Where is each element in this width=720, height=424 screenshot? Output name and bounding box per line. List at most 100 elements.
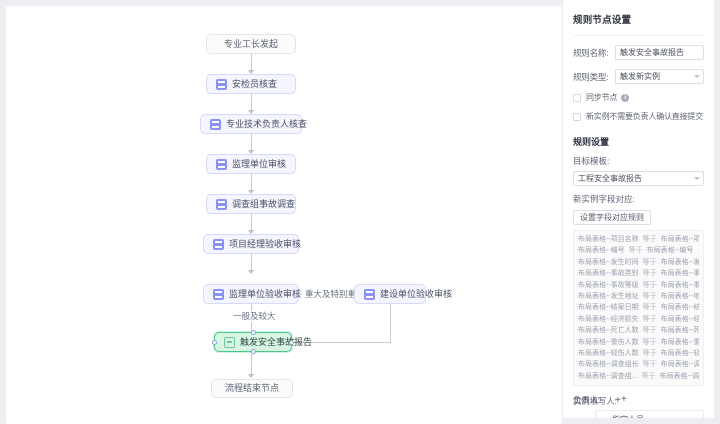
flow-node-label: 监理单位验收审核 xyxy=(229,290,301,299)
rule-type-select[interactable]: 触发新实例 xyxy=(615,69,704,84)
mapping-source: 布局表格--事故等级 xyxy=(578,280,639,291)
sync-node-checkbox[interactable] xyxy=(573,94,581,102)
chevron-down-icon xyxy=(694,75,700,78)
mapping-target: 布局表格--结案日期 xyxy=(661,302,699,313)
sync-node-checkbox-row[interactable]: 同步节点 i xyxy=(573,92,704,103)
mapping-target: 布局表格--调查成员 xyxy=(660,371,700,382)
form-icon xyxy=(216,79,227,90)
mapping-target: 布局表格--调查组长 xyxy=(661,359,699,370)
mapping-source: 布局表格--发生时间 xyxy=(578,257,639,268)
mapping-source: 布局表格--结案日期 xyxy=(578,302,639,313)
field-mapping-label: 新实例字段对应: xyxy=(573,193,704,205)
rule-name-label: 规则名称: xyxy=(573,47,615,59)
flow-node-supervisor-acceptance[interactable]: 监理单位验收审核 xyxy=(203,284,299,304)
mapping-source: 布局表格--经济损失 xyxy=(578,314,639,325)
flow-node-start[interactable]: 专业工长发起 xyxy=(206,34,296,54)
mapping-operator: 等于 xyxy=(629,245,643,256)
owner-group-title: 指定人员 xyxy=(612,414,644,418)
target-template-label: 目标模板: xyxy=(573,155,704,167)
flow-node-tech-lead-check[interactable]: 专业技术负责人核查 xyxy=(200,114,302,134)
mapping-operator: 等于 xyxy=(643,314,657,325)
rule-type-label: 规则类型: xyxy=(573,71,615,83)
form-icon xyxy=(213,289,224,300)
mapping-target: 布局表格--轻伤人数 xyxy=(661,348,699,359)
mapping-source: 布局表格--项目名称 xyxy=(578,234,639,245)
rule-name-input[interactable]: 触发安全事故报告 xyxy=(615,45,704,60)
mapping-operator: 等于 xyxy=(643,359,657,370)
mapping-target: 布局表格--项目名称 xyxy=(661,234,699,245)
mapping-operator: 等于 xyxy=(643,280,657,291)
flow-node-label: 监理单位审核 xyxy=(232,160,286,169)
flow-node-owner-acceptance[interactable]: 建设单位验收审核 xyxy=(354,284,426,304)
flow-node-label: 专业工长发起 xyxy=(224,40,278,49)
chevron-down-icon xyxy=(694,177,700,180)
mapping-source: 布局表格--调查组... xyxy=(578,371,638,382)
no-confirm-checkbox-row[interactable]: 新实例不需要负责人确认直接提交 xyxy=(573,111,704,122)
mapping-operator: 等于 xyxy=(643,291,657,302)
mapping-source: 布局表格--死亡人数 xyxy=(578,325,639,336)
add-owner-button[interactable]: + xyxy=(621,395,627,405)
mapping-target: 布局表格--事故等级 xyxy=(661,280,699,291)
mapping-operator: 等于 xyxy=(642,371,656,382)
rule-type-value: 触发新实例 xyxy=(620,71,660,82)
no-confirm-checkbox[interactable] xyxy=(573,113,581,121)
instance-filler-row: 实例填写人: + xyxy=(573,395,621,407)
form-icon xyxy=(216,159,227,170)
info-icon[interactable]: i xyxy=(621,94,629,102)
mapping-source: 布局表格--调查组长 xyxy=(578,359,639,370)
target-template-value: 工程安全事故报告 xyxy=(578,173,642,184)
form-icon xyxy=(210,119,221,130)
flow-node-pm-acceptance[interactable]: 项目经理验收审核 xyxy=(203,234,299,254)
edge-n8-end xyxy=(251,354,252,376)
mapping-source: 布局表格--发生地址 xyxy=(578,291,639,302)
flow-node-end[interactable]: 流程结束节点 xyxy=(211,379,293,398)
form-icon xyxy=(213,239,224,250)
field-mapping-list: 布局表格--项目名称等于布局表格--项目名称布局表格--编号等于布局表格--编号… xyxy=(573,230,704,386)
edge-arrow xyxy=(248,270,254,274)
target-template-select[interactable]: 工程安全事故报告 xyxy=(573,171,704,186)
mapping-operator: 等于 xyxy=(643,302,657,313)
mapping-operator: 等于 xyxy=(643,268,657,279)
trigger-icon xyxy=(224,337,235,348)
instance-filler-label: 实例填写人: xyxy=(573,395,615,407)
flow-canvas[interactable]: 专业工长发起 安检员核查 专业技术负责人核查 监理单位审核 xyxy=(6,6,562,424)
flow-node-supervisor-review[interactable]: 监理单位审核 xyxy=(206,154,296,174)
flow-node-label: 项目经理验收审核 xyxy=(229,240,301,249)
mapping-operator: 等于 xyxy=(643,348,657,359)
set-field-mapping-button[interactable]: 设置字段对应规则 xyxy=(573,210,651,225)
node-handle-right[interactable] xyxy=(289,340,294,345)
owner-group: 指定人员 项目云南区块景表单100套--设... xyxy=(595,410,704,418)
edge-n7-down xyxy=(390,304,391,342)
sync-node-label: 同步节点 xyxy=(586,92,617,103)
node-handle-left[interactable] xyxy=(212,340,217,345)
owner-group-header[interactable]: 指定人员 xyxy=(596,411,703,418)
flow-node-trigger-safety-report[interactable]: 触发安全事故报告 xyxy=(214,332,292,352)
mapping-target: 布局表格--重伤人数 xyxy=(661,337,699,348)
panel-title: 规则节点设置 xyxy=(573,0,704,36)
mapping-operator: 等于 xyxy=(643,257,657,268)
flow-canvas-inner: 专业工长发起 安检员核查 专业技术负责人核查 监理单位审核 xyxy=(6,6,562,424)
flow-node-label: 安检员核查 xyxy=(232,80,277,89)
flow-node-investigation[interactable]: 调查组事故调查 xyxy=(206,194,296,214)
rule-node-settings-panel: 规则节点设置 规则名称: 触发安全事故报告 规则类型: 触发新实例 同步节点 i… xyxy=(562,0,714,418)
edge-label-normal: 一般及较大 xyxy=(230,311,279,322)
mapping-operator: 等于 xyxy=(643,337,657,348)
mapping-operator: 等于 xyxy=(643,325,657,336)
add-instance-filler-button[interactable]: + xyxy=(615,396,621,406)
mapping-source: 布局表格--编号 xyxy=(578,245,625,256)
mapping-source: 布局表格--重伤人数 xyxy=(578,337,639,348)
flow-node-inspector-check[interactable]: 安检员核查 xyxy=(206,74,296,94)
mapping-target: 布局表格--经济损失 xyxy=(661,314,699,325)
node-handle-top[interactable] xyxy=(251,330,256,335)
rule-type-row: 规则类型: 触发新实例 xyxy=(573,69,704,84)
mapping-source: 布局表格--轻伤人数 xyxy=(578,348,639,359)
